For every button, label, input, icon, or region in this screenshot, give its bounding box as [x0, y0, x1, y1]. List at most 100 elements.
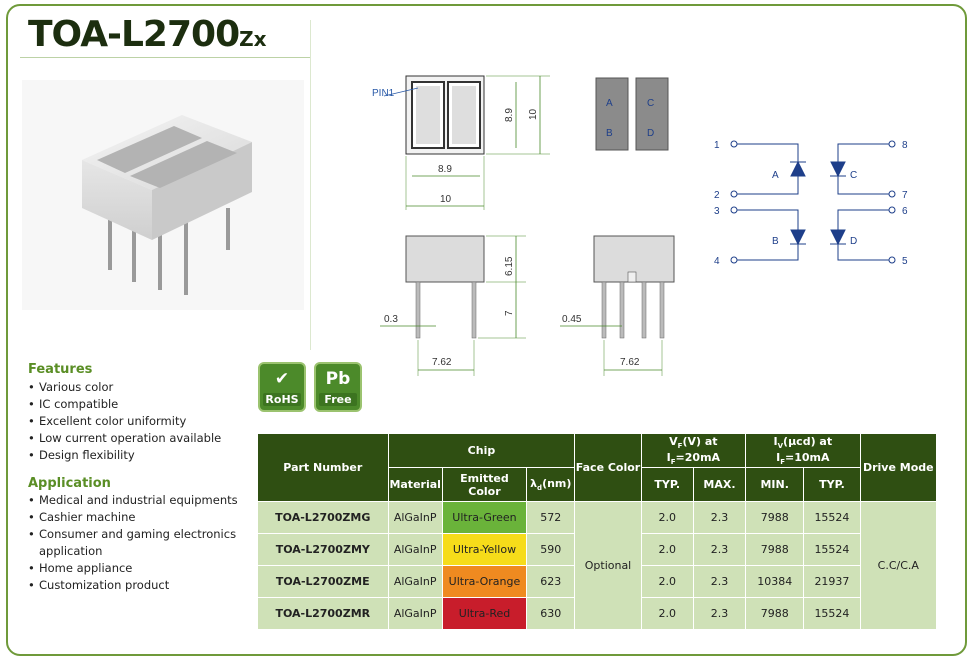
pin-label-5: 5	[902, 256, 908, 267]
back-view: 0.45 7.62	[560, 235, 675, 376]
cell-vf-max: 2.3	[692, 501, 747, 534]
cell-lambda: 572	[526, 501, 576, 534]
header-iv: IV(μcd) at IF=10mA	[745, 433, 861, 468]
cell-iv-typ: 15524	[803, 597, 861, 630]
application-title: Application	[28, 476, 111, 491]
circuit-diagram	[730, 140, 896, 264]
circuit-label-d: D	[850, 236, 857, 247]
header-iv-min: MIN.	[745, 467, 805, 502]
pin-label-3: 3	[714, 206, 720, 217]
cell-iv-min: 10384	[745, 565, 805, 598]
pin-label-2: 2	[714, 190, 720, 201]
header-vf: VF(V) at IF=20mA	[640, 433, 747, 468]
cell-part: TOA-L2700ZMR	[257, 597, 389, 630]
cell-iv-min: 7988	[745, 501, 805, 534]
circuit-label-b: B	[772, 236, 779, 247]
dim-side-lead-width: 0.3	[384, 314, 398, 325]
list-item: Home appliance	[28, 560, 238, 577]
cell-vf-typ: 2.0	[640, 565, 694, 598]
pin-label-1: 1	[714, 140, 720, 151]
cell-vf-max: 2.3	[692, 597, 747, 630]
header-part-number: Part Number	[257, 433, 389, 502]
cell-face-color: Optional	[574, 501, 642, 630]
header-drive-mode: Drive Mode	[859, 433, 938, 502]
table-row: TOA-L2700ZMG AlGaInP Ultra-Green 572 Opt…	[257, 501, 938, 630]
rohs-label: RoHS	[263, 393, 301, 406]
cell-vf-max: 2.3	[692, 533, 747, 566]
vertical-divider	[310, 20, 311, 350]
features-list: Various color IC compatible Excellent co…	[28, 379, 221, 464]
dim-front-width-inner: 8.9	[438, 164, 452, 175]
list-item: IC compatible	[28, 396, 221, 413]
cell-vf-typ: 2.0	[640, 597, 694, 630]
pin-label-7: 7	[902, 190, 908, 201]
display-front	[82, 160, 152, 240]
cell-vf-typ: 2.0	[640, 533, 694, 566]
dim-side-body-height: 6.15	[504, 256, 515, 276]
cell-color: Ultra-Red	[441, 597, 528, 630]
title-main: TOA-L2700	[28, 14, 240, 55]
dim-front-height-inner: 8.9	[504, 108, 515, 122]
list-item: Various color	[28, 379, 221, 396]
cell-iv-min: 7988	[745, 533, 805, 566]
list-item: Design flexibility	[28, 447, 221, 464]
list-item: Cashier machine	[28, 509, 238, 526]
side-view: 6.15 7 0.3 7.62	[380, 235, 526, 376]
table-row: TOA-L2700ZMY AlGaInP Ultra-Yellow 590 2.…	[257, 533, 937, 566]
dim-back-lead-width: 0.45	[562, 314, 582, 325]
segment-left	[97, 126, 202, 173]
cell-lambda: 623	[526, 565, 576, 598]
dim-back-pitch: 7.62	[620, 357, 640, 368]
segment-label-b: B	[606, 128, 613, 139]
cell-lambda: 630	[526, 597, 576, 630]
rohs-badge: ✔ RoHS	[258, 362, 306, 412]
segment-label-c: C	[647, 98, 654, 109]
cell-color: Ultra-Yellow	[441, 533, 528, 566]
cell-part: TOA-L2700ZMY	[257, 533, 389, 566]
pb-label: Pb	[325, 369, 351, 389]
list-item: Consumer and gaming electronics	[28, 526, 238, 543]
front-view: PIN1 8.9 10 8.9 10	[372, 75, 550, 210]
dim-side-lead-length: 7	[504, 310, 515, 316]
application-list: Medical and industrial equipments Cashie…	[28, 492, 238, 594]
cell-vf-typ: 2.0	[640, 501, 694, 534]
pb-free-badge: Pb Free	[314, 362, 362, 412]
header-chip: Chip	[387, 433, 576, 468]
list-item: Excellent color uniformity	[28, 413, 221, 430]
pin1-label: PIN1	[372, 88, 395, 99]
technical-drawings: PIN1 8.9 10 8.9 10 A B C D 6.15 7 0.3	[372, 75, 908, 376]
list-item: Low current operation available	[28, 430, 221, 447]
header-face-color: Face Color	[574, 433, 642, 502]
pin-label-4: 4	[714, 256, 720, 267]
product-title: TOA-L2700Zx	[28, 14, 267, 55]
title-suffix: Zx	[239, 27, 267, 51]
pin-label-6: 6	[902, 206, 908, 217]
cell-color: Ultra-Orange	[441, 565, 528, 598]
circuit-label-a: A	[772, 170, 779, 181]
header-lambda: λd(nm)	[526, 467, 576, 502]
title-underline	[20, 57, 310, 58]
header-material: Material	[387, 467, 443, 502]
header-vf-typ: TYP.	[640, 467, 694, 502]
header-iv-typ: TYP.	[803, 467, 861, 502]
list-item: application	[39, 544, 103, 558]
header-vf-max: MAX.	[692, 467, 747, 502]
cell-material: AlGaInP	[387, 597, 443, 630]
circuit-label-c: C	[850, 170, 857, 181]
cell-iv-min: 7988	[745, 597, 805, 630]
dim-front-height-outer: 10	[528, 108, 539, 120]
segment-right	[130, 141, 237, 188]
free-label: Free	[319, 393, 357, 406]
cell-material: AlGaInP	[387, 533, 443, 566]
table-row: TOA-L2700ZMR AlGaInP Ultra-Red 630 2.0 2…	[257, 597, 937, 630]
cell-iv-typ: 21937	[803, 565, 861, 598]
leads	[108, 208, 230, 295]
cell-material: AlGaInP	[387, 565, 443, 598]
segment-label-d: D	[647, 128, 654, 139]
cell-iv-typ: 15524	[803, 533, 861, 566]
list-item: Medical and industrial equipments	[28, 492, 238, 509]
display-side	[152, 142, 252, 240]
circuit-pin-labels: 1 2 3 4 5 6 7 8 A B C D	[714, 140, 908, 267]
dim-front-width-outer: 10	[440, 194, 452, 205]
cell-iv-typ: 15524	[803, 501, 861, 534]
